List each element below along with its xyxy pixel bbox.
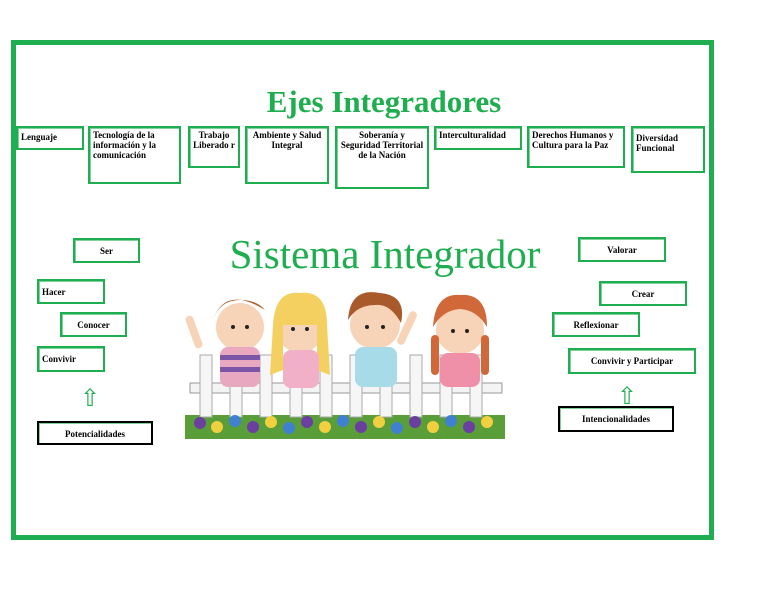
- potencialidades-label: Potencialidades: [37, 421, 153, 445]
- system-title: Sistema Integrador: [229, 231, 541, 277]
- page-title: Ejes Integradores: [266, 84, 502, 119]
- intencionalidades-label: Intencionalidades: [558, 406, 674, 432]
- up-arrow-icon: ⇧: [617, 382, 638, 410]
- eje-ambiente-salud: Ambiente y Salud Integral: [245, 126, 329, 184]
- up-arrow-icon: ⇧: [80, 384, 101, 412]
- potencialidad-conocer: Conocer: [60, 312, 127, 337]
- potencialidad-convivir: Convivir: [37, 346, 105, 372]
- intencionalidad-reflexionar: Reflexionar: [552, 312, 640, 337]
- potencialidad-hacer: Hacer: [37, 279, 105, 304]
- intencionalidad-convivir-participar: Convivir y Participar: [568, 348, 696, 374]
- content-frame: [11, 40, 714, 540]
- eje-interculturalidad: Interculturalidad: [434, 126, 522, 150]
- eje-derechos-humanos: Derechos Humanos y Cultura para la Paz: [527, 126, 625, 168]
- intencionalidad-valorar: Valorar: [578, 237, 666, 262]
- potencialidad-ser: Ser: [73, 238, 140, 263]
- eje-lenguaje: Lenguaje: [16, 126, 84, 150]
- eje-diversidad-funcional: Diversidad Funcional: [631, 126, 705, 173]
- eje-trabajo-liberador: Trabajo Liberado r: [188, 126, 240, 168]
- eje-tecnologia: Tecnología de la información y la comuni…: [88, 126, 181, 184]
- intencionalidad-crear: Crear: [599, 281, 687, 306]
- eje-soberania: Soberanía y Seguridad Territorial de la …: [335, 126, 429, 189]
- children-fence-illustration: [185, 292, 505, 439]
